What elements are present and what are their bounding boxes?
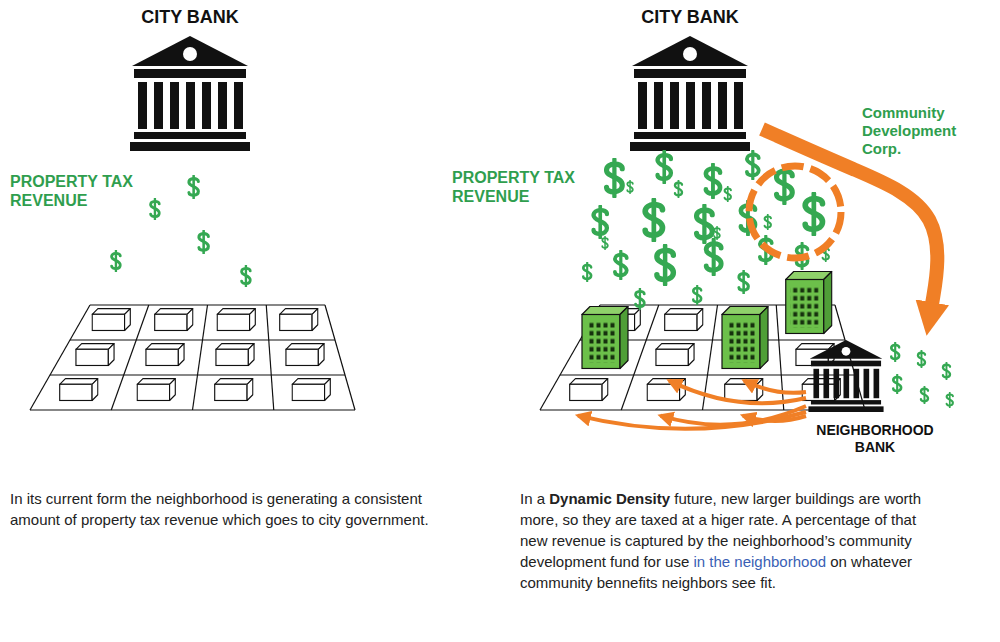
caption-text-block: In a Dynamic Density future, new larger … <box>520 488 940 593</box>
city-bank-icon <box>130 36 250 151</box>
dollar-sign <box>151 199 160 219</box>
dollar-sign <box>594 206 607 238</box>
dollar-sign <box>918 351 925 368</box>
bank-node: NEIGHBORHOOD BANK <box>796 338 954 456</box>
dollar-sign <box>805 194 822 235</box>
house-block <box>647 379 685 401</box>
dollar-sign <box>739 271 748 293</box>
dollar-sign <box>725 187 731 202</box>
dollar-sign <box>891 343 899 362</box>
house-block <box>217 309 255 331</box>
house-block <box>92 309 130 331</box>
street-line <box>193 305 208 410</box>
house-block <box>216 344 254 366</box>
neighborhood-bank-icon <box>808 340 883 412</box>
investment-arrow <box>669 381 806 404</box>
street-grid <box>30 305 355 410</box>
dollar-sign <box>697 205 713 242</box>
investment-arrows <box>578 381 806 429</box>
dollar-sign <box>602 237 608 250</box>
caption-highlight: in the neighborhood <box>693 553 826 570</box>
bank-name: NEIGHBORHOOD BANK <box>796 422 954 456</box>
revenue-label: PROPERTY TAX REVENUE <box>452 169 575 205</box>
house-block <box>146 344 184 366</box>
street-line <box>266 305 274 410</box>
house-block <box>570 379 608 401</box>
house-block <box>215 379 253 401</box>
investment-arrow <box>660 406 806 425</box>
dollar-sign <box>747 151 759 179</box>
dollar-sign <box>714 227 720 240</box>
edge-label: Community Development Corp. <box>862 104 974 158</box>
dollar-sign <box>615 251 627 279</box>
investment-arrow <box>743 416 806 421</box>
new-building <box>582 307 628 369</box>
dollar-sign <box>607 159 623 196</box>
street-grid <box>30 272 865 411</box>
new-building <box>722 307 768 369</box>
dollar-sign <box>645 200 662 241</box>
dollar-sign <box>658 151 671 183</box>
caption-text: In its current form the neighborhood is … <box>10 490 429 528</box>
dollar-signs <box>112 151 953 407</box>
dollar-sign <box>921 387 928 404</box>
dollar-sign <box>947 393 953 408</box>
bank-name: CITY BANK <box>141 6 239 28</box>
dollar-sign <box>693 286 701 305</box>
dollar-sign <box>199 231 208 253</box>
house-block <box>656 344 694 366</box>
capture-ring <box>749 166 841 258</box>
house-block <box>137 379 175 401</box>
revenue-label-block: PROPERTY TAX REVENUE <box>452 168 578 206</box>
dollar-sign <box>112 251 121 271</box>
dollar-sign <box>636 289 645 309</box>
dollar-sign <box>706 164 720 197</box>
new-building <box>786 272 832 334</box>
dollar-sign <box>893 375 901 394</box>
house-block <box>76 344 114 366</box>
dollar-sign <box>242 266 251 286</box>
revenue-label: PROPERTY TAX REVENUE <box>10 173 133 209</box>
dollar-sign <box>706 239 721 274</box>
revenue-label-block: PROPERTY TAX REVENUE <box>10 172 138 210</box>
house-block <box>286 344 324 366</box>
bank-name: CITY BANK <box>641 6 739 28</box>
dollar-sign <box>657 246 674 285</box>
caption-text: In a <box>520 490 545 507</box>
house-block <box>60 379 98 401</box>
investment-arrow <box>578 412 806 429</box>
investment-arrow <box>744 381 806 393</box>
house-block <box>665 309 703 331</box>
dollar-sign <box>943 363 950 380</box>
caption-emphasis: Dynamic Density <box>549 490 670 507</box>
dollar-sign <box>583 263 591 282</box>
dollar-sign <box>627 181 633 194</box>
bank-node: CITY BANK <box>118 6 262 156</box>
caption-text-block: In its current form the neighborhood is … <box>10 488 440 530</box>
funding-arrow <box>762 129 937 314</box>
dollar-sign <box>765 215 771 230</box>
city-bank-icon <box>630 36 750 151</box>
dollar-sign <box>189 176 198 198</box>
bank-node: CITY BANK <box>618 6 762 156</box>
dollar-sign <box>675 181 682 198</box>
dollar-sign <box>777 166 793 203</box>
house-block <box>292 379 330 401</box>
house-block <box>280 309 318 331</box>
house-block <box>155 309 193 331</box>
